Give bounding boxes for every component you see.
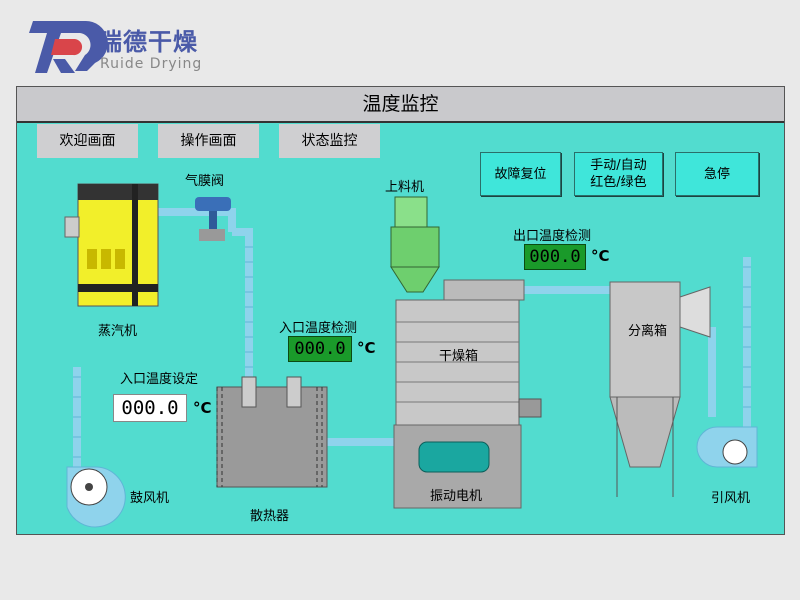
pipe-ribs: [73, 246, 751, 458]
radiator-unit: [216, 376, 328, 488]
inlet-temp-unit: °C: [357, 339, 376, 357]
diaphragm-valve: [195, 197, 231, 241]
inlet-set-label: 入口温度设定: [120, 372, 199, 387]
estop-label: 急停: [703, 166, 730, 182]
fault-reset-label: 故障复位: [494, 166, 547, 182]
mode-toggle-button[interactable]: 手动/自动红色/绿色: [574, 152, 663, 196]
logo-mark: [29, 20, 108, 73]
exhaust-fan-label: 引风机: [711, 491, 751, 506]
feeder-machine: [390, 196, 440, 293]
nav-operation-button[interactable]: 操作画面: [158, 124, 259, 158]
emergency-stop-button[interactable]: 急停: [675, 152, 759, 196]
steam-generator: [64, 183, 159, 307]
mode-label-2: 红色/绿色: [590, 175, 647, 190]
outlet-temp-unit: °C: [591, 247, 610, 265]
vibrator-label: 振动电机: [430, 489, 483, 504]
dryer-label: 干燥箱: [439, 349, 479, 364]
inlet-temp-setpoint-input[interactable]: 000.0: [113, 394, 187, 422]
valve-label: 气膜阀: [185, 174, 225, 189]
feeder-label: 上料机: [385, 180, 425, 195]
inlet-detect-label: 入口温度检测: [279, 321, 358, 336]
outlet-temp-display: 000.0: [524, 244, 586, 270]
dryer-box: [393, 279, 542, 509]
pipes: [73, 208, 751, 467]
radiator-label: 散热器: [250, 509, 290, 524]
blower-fan: [66, 466, 126, 528]
brand-name-cn: 瑞德干燥: [98, 28, 198, 56]
hmi-panel: 温度监控 欢迎画面 操作画面 状态监控 故障复位 手动/自动红色/绿色 急停 蒸…: [16, 86, 785, 535]
fault-reset-button[interactable]: 故障复位: [480, 152, 561, 196]
nav-status-button[interactable]: 状态监控: [279, 124, 380, 158]
mode-label-1: 手动/自动: [590, 158, 647, 173]
brand-name-en: Ruide Drying: [100, 56, 203, 72]
nav-welcome-button[interactable]: 欢迎画面: [37, 124, 138, 158]
separator-label: 分离箱: [628, 324, 668, 339]
outlet-detect-label: 出口温度检测: [513, 229, 592, 244]
cyclone-separator: [609, 281, 711, 497]
process-diagram: [64, 183, 758, 528]
page-title: 温度监控: [17, 87, 784, 123]
steam-label: 蒸汽机: [98, 324, 138, 339]
inlet-temp-display: 000.0: [288, 336, 352, 362]
inlet-set-unit: °C: [193, 399, 212, 417]
exhaust-fan: [696, 426, 758, 468]
blower-label: 鼓风机: [130, 491, 170, 506]
